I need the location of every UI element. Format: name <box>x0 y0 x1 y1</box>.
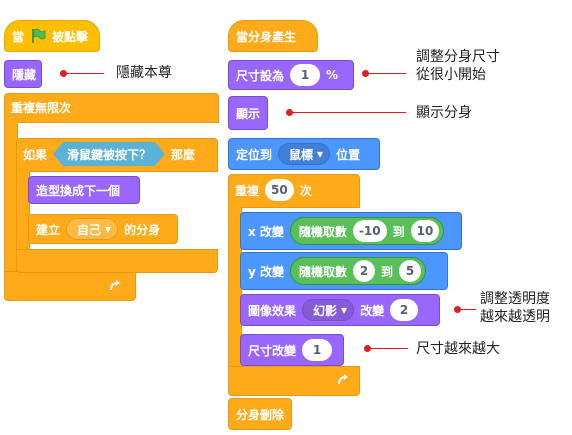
go-to-block[interactable]: 定位到 鼠標 ▾ 位置 <box>228 138 380 170</box>
effect-dropdown[interactable]: 幻影 ▾ <box>302 299 355 321</box>
create-clone-block[interactable]: 建立 自己 ▾ 的分身 <box>28 214 178 244</box>
annotation-hide-self: 隱藏本尊 <box>116 65 172 81</box>
random-from-input[interactable]: -10 <box>352 220 387 242</box>
annotation-line <box>64 73 104 74</box>
if-arm <box>16 170 30 255</box>
forever-label: 重複無限次 <box>11 100 72 115</box>
effect-value-input[interactable]: 2 <box>390 299 419 321</box>
delete-clone-block[interactable]: 分身刪除 <box>228 398 292 430</box>
annotation-adjust-alpha-2: 越來越透明 <box>480 309 550 325</box>
green-flag-icon <box>32 28 46 43</box>
size-change-input[interactable]: 1 <box>302 339 333 361</box>
annotation-adjust-alpha-1: 調整透明度 <box>480 291 550 307</box>
repeat-arrow-icon <box>110 280 120 291</box>
repeat-block[interactable] <box>228 174 360 208</box>
random-number-reporter[interactable]: 隨機取數 2 到 5 <box>290 257 427 285</box>
change-x-block[interactable]: x 改變 隨機取數 -10 到 10 <box>240 212 462 250</box>
annotation-dot <box>362 70 369 77</box>
annotation-line <box>368 348 408 349</box>
clone-target-dropdown[interactable]: 自己 ▾ <box>66 218 119 240</box>
dropdown-arrow-icon: ▾ <box>317 147 324 161</box>
random-to-input[interactable]: 10 <box>410 220 440 242</box>
random-number-reporter[interactable]: 隨機取數 -10 到 10 <box>289 217 445 245</box>
dropdown-arrow-icon: ▾ <box>105 222 112 236</box>
when-flag-clicked-block[interactable]: 當 被點擊 <box>4 20 100 52</box>
forever-block[interactable] <box>4 93 219 123</box>
goto-target-dropdown[interactable]: 鼠標 ▾ <box>278 143 331 165</box>
annotation-dot <box>60 70 67 77</box>
random-from-input[interactable]: 2 <box>353 260 376 282</box>
if-footer <box>16 249 218 273</box>
size-value-input[interactable]: 1 <box>290 64 321 86</box>
change-y-block[interactable]: y 改變 隨機取數 2 到 5 <box>240 252 448 290</box>
annotation-adjust-size-2: 從很小開始 <box>416 67 486 83</box>
random-to-input[interactable]: 5 <box>399 260 422 282</box>
annotation-line <box>366 73 406 74</box>
annotation-dot <box>454 306 461 313</box>
annotation-dot <box>286 109 293 116</box>
dropdown-arrow-icon: ▾ <box>341 303 348 317</box>
annotation-grow: 尺寸越來越大 <box>416 341 500 357</box>
annotation-dot <box>364 345 371 352</box>
change-size-block[interactable]: 尺寸改變 1 <box>240 334 344 366</box>
if-label: 如果 <box>23 147 48 162</box>
mouse-down-condition[interactable]: 滑鼠鍵被按下？ <box>53 142 165 166</box>
next-costume-block[interactable]: 造型換成下一個 <box>28 176 140 204</box>
annotation-line <box>458 309 476 310</box>
annotation-line <box>290 112 406 113</box>
show-block[interactable]: 顯示 <box>228 96 268 130</box>
annotation-adjust-size-1: 調整分身尺寸 <box>416 49 500 65</box>
set-size-block[interactable]: 尺寸設為 1 % <box>228 60 354 90</box>
change-effect-block[interactable]: 圖像效果 幻影 ▾ 改變 2 <box>240 294 440 326</box>
annotation-show-clone: 顯示分身 <box>416 105 472 121</box>
if-then-label: 那麼 <box>171 147 196 162</box>
hide-block[interactable]: 隱藏 <box>4 60 42 88</box>
repeat-footer <box>228 366 360 396</box>
when-clone-starts-block[interactable]: 當分身產生 <box>228 20 318 52</box>
repeat-arrow-icon <box>338 374 348 385</box>
repeat-count-input[interactable]: 50 <box>265 179 294 201</box>
